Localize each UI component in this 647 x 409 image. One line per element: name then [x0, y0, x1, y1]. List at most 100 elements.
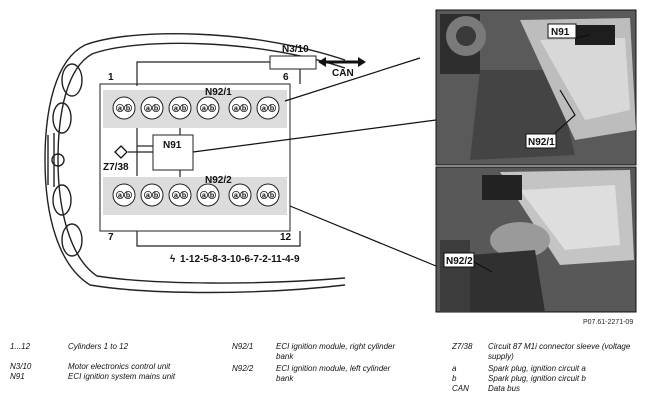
- cylinder-12-label: 12: [280, 232, 292, 243]
- n92-1-label: N92/1: [205, 87, 232, 98]
- spark-plug: [116, 190, 125, 199]
- spark-plug: [239, 190, 248, 199]
- cylinder: [112, 183, 136, 207]
- legend-key: N3/10: [10, 362, 32, 371]
- spark-plug-label: a: [262, 193, 266, 200]
- spark-plug: [143, 190, 152, 199]
- legend-key: Z7/38: [452, 342, 473, 351]
- spark-plug-label: a: [202, 106, 206, 113]
- spark-plug: [231, 190, 240, 199]
- cylinder: [112, 96, 136, 120]
- legend-key: N92/1: [232, 342, 254, 351]
- spark-plug-label: a: [262, 106, 266, 113]
- cylinder: [256, 96, 280, 120]
- spark-plug-label: b: [242, 106, 246, 113]
- legend-key: a: [452, 364, 457, 373]
- spark-plug-label: b: [182, 106, 186, 113]
- cylinder: [228, 96, 252, 120]
- legend-text: Spark plug, ignition circuit a: [488, 364, 586, 373]
- spark-plug-label: b: [154, 106, 158, 113]
- spark-plug-label: b: [126, 106, 130, 113]
- can-label: CAN: [332, 68, 354, 79]
- spark-plug-label: b: [154, 193, 158, 200]
- spark-plug: [239, 104, 248, 113]
- wiring: [128, 61, 301, 247]
- leader-lines: [192, 57, 437, 267]
- legend-row: 1...12 Cylinders 1 to 12: [10, 342, 218, 352]
- figure-reference: P07.61-2271-09: [583, 319, 634, 326]
- legend-key: N91: [10, 372, 25, 381]
- photo-n91-label: N91: [551, 27, 570, 38]
- n91-label: N91: [163, 140, 182, 151]
- cylinder: [228, 183, 252, 207]
- legend-column-2: N92/1 ECI ignition module, right cylinder…: [232, 342, 396, 384]
- spark-plug: [207, 190, 216, 199]
- legend-row: N91 ECI ignition system mains unit: [10, 372, 218, 382]
- spark-plug-label: a: [234, 193, 238, 200]
- spark-plug-label: a: [234, 106, 238, 113]
- legend-text: ECI ignition module, left cylinder bank: [276, 364, 391, 383]
- cylinder: [196, 183, 220, 207]
- spark-plug: [116, 104, 125, 113]
- spark-plug-label: a: [118, 193, 122, 200]
- firing-order: 1-12-5-8-3-10-6-7-2-11-4-9: [180, 254, 300, 265]
- spark-plug-label: b: [210, 193, 214, 200]
- legend-text: Circuit 87 M1i connector sleeve (voltage…: [488, 342, 631, 361]
- n3-10-control-unit: [269, 55, 317, 70]
- legend-key: b: [452, 374, 457, 383]
- z7-38-label: Z7/38: [103, 162, 129, 173]
- spark-plug: [267, 104, 276, 113]
- spark-plug: [259, 190, 268, 199]
- can-bus-arrow-icon: [318, 57, 366, 67]
- spark-plug-label: a: [146, 106, 150, 113]
- photo-left-bank: [435, 166, 637, 313]
- photo-n92-1-label: N92/1: [528, 137, 555, 148]
- cylinder: [196, 96, 220, 120]
- spark-plug: [171, 190, 180, 199]
- spark-plug-label: a: [174, 193, 178, 200]
- spark-plug-label: b: [182, 193, 186, 200]
- legend-column-3: Z7/38 Circuit 87 M1i connector sleeve (vo…: [452, 342, 638, 394]
- legend-text: Motor electronics control unit: [68, 362, 171, 371]
- cylinder: [140, 96, 164, 120]
- photo-n92-2-label: N92/2: [446, 256, 473, 267]
- cylinder: [256, 183, 280, 207]
- spark-plug-label: a: [174, 106, 178, 113]
- spark-plug: [143, 104, 152, 113]
- spark-plug-label: b: [126, 193, 130, 200]
- legend-column-1: 1...12 Cylinders 1 to 12 N3/10 Motor elect…: [10, 342, 218, 382]
- n91-mains-unit: [152, 134, 194, 171]
- legend-text: ECI ignition module, right cylinder bank: [276, 342, 396, 361]
- spark-plug: [207, 104, 216, 113]
- cylinder-6-label: 6: [283, 72, 289, 83]
- spark-plug-label: a: [146, 193, 150, 200]
- spark-plug: [124, 104, 133, 113]
- spark-plug-label: a: [202, 193, 206, 200]
- spark-plug: [267, 190, 276, 199]
- n3-10-label: N3/10: [282, 44, 309, 55]
- cylinder: [140, 183, 164, 207]
- legend-text: Cylinders 1 to 12: [68, 342, 129, 351]
- spark-plug: [259, 104, 268, 113]
- photo-right-bank: [435, 9, 637, 166]
- spark-plug-label: b: [242, 193, 246, 200]
- legend-key: 1...12: [10, 342, 31, 351]
- cylinder: [168, 96, 192, 120]
- spark-plug: [171, 104, 180, 113]
- spark-plug: [199, 104, 208, 113]
- spark-plug-label: b: [210, 106, 214, 113]
- spark-icon: ϟ: [170, 254, 176, 265]
- car-outline: [44, 32, 346, 294]
- headlights-left: [52, 63, 83, 257]
- connector-sleeve-icon: [114, 145, 128, 159]
- spark-plug: [124, 190, 133, 199]
- spark-plug-label: b: [270, 106, 274, 113]
- spark-plug-label: a: [118, 106, 122, 113]
- spark-plug: [179, 104, 188, 113]
- cylinder-7-label: 7: [108, 232, 114, 243]
- legend-text: ECI ignition system mains unit: [68, 372, 176, 381]
